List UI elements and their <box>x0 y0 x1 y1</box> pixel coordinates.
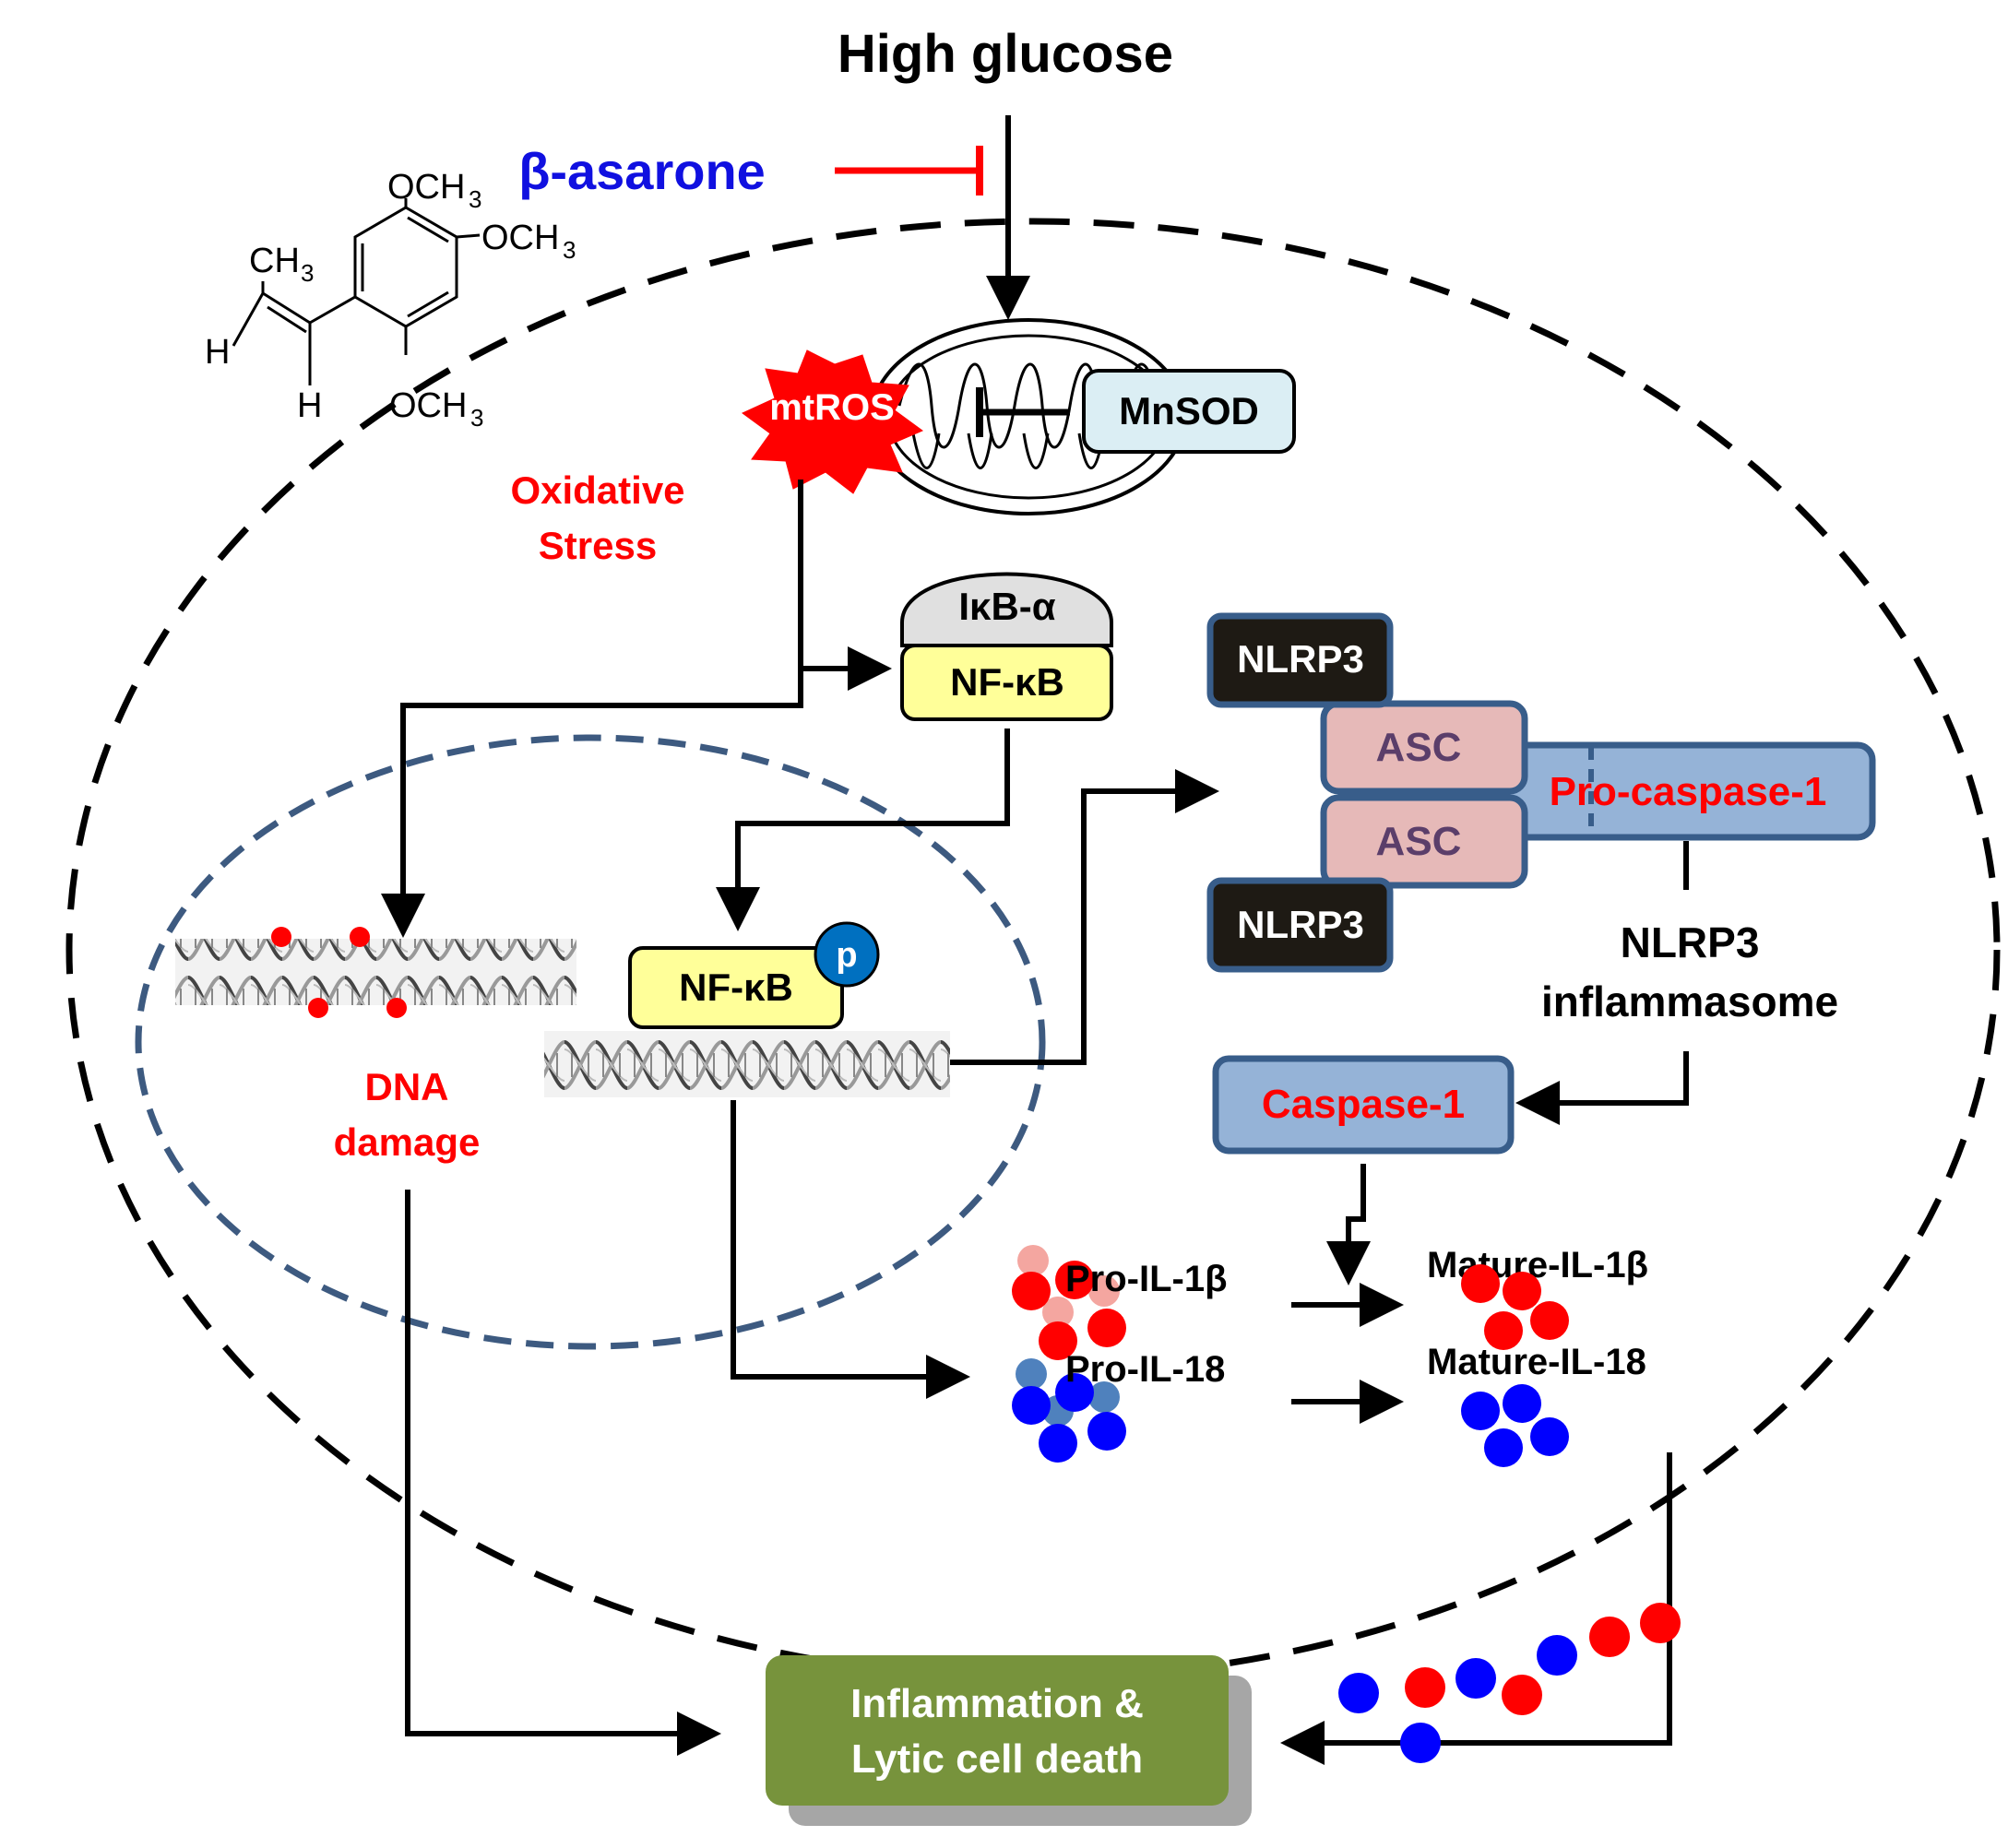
dna-damage-spots <box>271 927 407 1018</box>
nfkb-translocation-arrow <box>716 729 1010 931</box>
outcome-line1: Inflammation & <box>850 1681 1144 1726</box>
outcome-line2: Lytic cell death <box>851 1736 1143 1782</box>
nfkb-phos-label: NF-κB <box>679 965 793 1009</box>
oxidative-line1: Oxidative <box>510 468 684 512</box>
phospho-label: p <box>836 936 857 975</box>
asc-top-label: ASC <box>1376 725 1462 770</box>
nlrp3-bottom-box <box>1206 877 1394 973</box>
dna-damage-line1: DNA <box>365 1065 449 1108</box>
och3-top-label: OCH <box>387 168 465 207</box>
och3-top-sub: 3 <box>469 185 481 213</box>
oxidative-line2: Stress <box>539 524 657 567</box>
damaged-dna <box>175 939 576 1005</box>
asc-bottom-box <box>1320 794 1528 889</box>
h-bottom-label: H <box>297 386 322 425</box>
mtros-label: mtROS <box>769 387 895 428</box>
ikb-label: IκB-α <box>958 585 1055 628</box>
nfkb-label: NF-κB <box>950 660 1064 704</box>
beta-asarone-structure <box>232 198 481 385</box>
page-title: High glucose <box>838 24 1173 84</box>
h-left-label: H <box>205 333 230 372</box>
nucleus-dna <box>544 1031 950 1097</box>
caspase-cleavage-arrow <box>1326 1164 1371 1285</box>
nlrp3-bottom-label: NLRP3 <box>1237 903 1364 946</box>
mature-il1b-cluster <box>1461 1264 1569 1350</box>
och3-right-label: OCH <box>481 219 559 257</box>
och3-bottom-label: OCH <box>389 386 467 425</box>
ch3-sub: 3 <box>301 259 314 287</box>
nfkb-box <box>900 644 1113 721</box>
dna-to-inflammasome-arrow <box>950 769 1219 1065</box>
pro-il1b-label: Pro-IL-1β <box>1065 1259 1228 1299</box>
ikb-cap <box>900 572 1113 647</box>
outcome-box <box>766 1655 1229 1806</box>
asc-bottom-label: ASC <box>1376 819 1462 864</box>
mature-il18-label: Mature-IL-18 <box>1427 1342 1646 1382</box>
ch3-label: CH <box>249 242 300 280</box>
released-cytokines <box>1338 1603 1681 1763</box>
nlrp3-top-box <box>1206 612 1394 708</box>
mtros-burst <box>742 349 924 494</box>
pro-il1b-cluster <box>1012 1245 1126 1360</box>
mtros-to-nfkb-arrow <box>798 480 892 691</box>
asc-top-box <box>1320 700 1528 795</box>
caspase1-label: Caspase-1 <box>1262 1082 1465 1127</box>
dna-damage-line2: damage <box>334 1120 481 1164</box>
nucleus-membrane <box>135 734 1046 1350</box>
mature-il18-cluster <box>1461 1384 1569 1467</box>
nfkb-phos-box <box>628 946 844 1029</box>
och3-right-sub: 3 <box>563 236 576 264</box>
drug-name: β-asarone <box>518 142 766 200</box>
pro-il18-cluster <box>1012 1358 1126 1463</box>
dna-to-prointerleukin-arrow <box>731 1100 970 1399</box>
inflammasome-label-line1: NLRP3 <box>1621 918 1760 966</box>
mnsod-box <box>1082 369 1296 454</box>
och3-bottom-sub: 3 <box>470 404 483 432</box>
pro-caspase-label: Pro-caspase-1 <box>1550 769 1827 814</box>
cell-membrane <box>65 218 2001 1682</box>
dna-damage-to-outcome-arrow <box>405 1190 721 1756</box>
caspase1-box <box>1212 1055 1515 1155</box>
inflammasome-label-line2: inflammasome <box>1541 977 1838 1025</box>
mature-il1b-label: Mature-IL-1β <box>1427 1245 1648 1285</box>
pro-il18-label: Pro-IL-18 <box>1065 1349 1225 1390</box>
inflammasome-to-caspase-arrow <box>1515 1051 1689 1125</box>
structure-labels: CH 3 OCH 3 OCH 3 OCH 3 H H <box>205 168 576 432</box>
mtros-to-dna-arrow <box>381 669 803 938</box>
inflammasome-complex: NLRP3 ASC Pro-caspase-1 ASC NLRP3 <box>1206 612 1876 973</box>
phospho-badge <box>814 921 880 988</box>
nlrp3-top-label: NLRP3 <box>1237 637 1364 681</box>
mnsod-label: MnSOD <box>1119 389 1259 432</box>
